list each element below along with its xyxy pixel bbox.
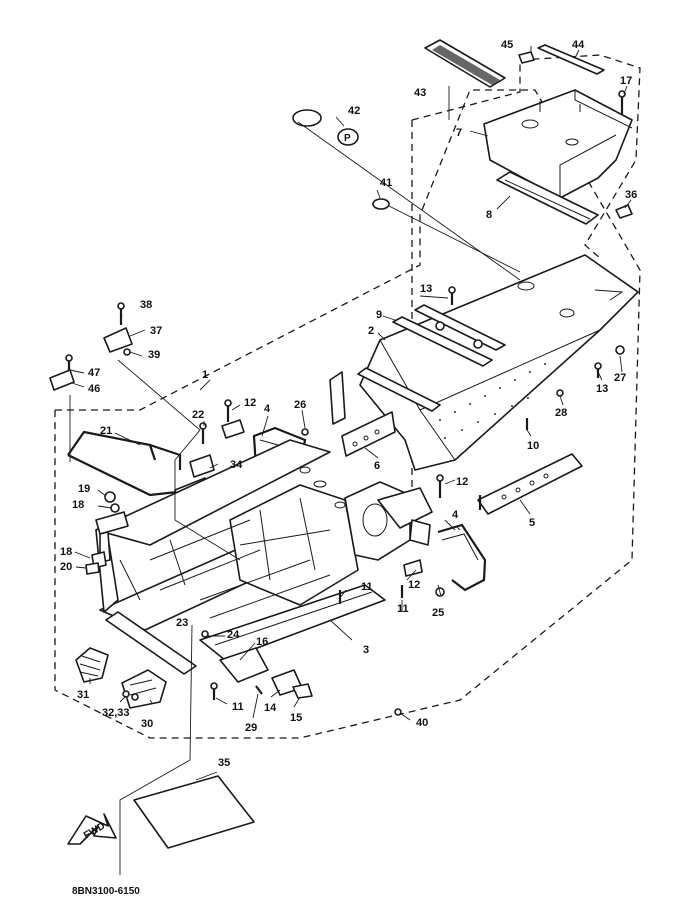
callout-7: 7 [456,127,462,139]
callout-11-b: 11 [397,603,409,615]
callout-19: 19 [78,483,90,495]
callout-13-b: 13 [596,383,608,395]
part-1-main-frame [95,439,433,631]
callout-45: 45 [501,39,513,51]
callout-30: 30 [141,718,153,730]
part-2-bracket-rail [357,367,441,412]
callout-24: 24 [227,629,240,641]
callout-4-left: 4 [264,403,271,415]
callout-43: 43 [414,87,426,99]
callout-31: 31 [77,689,89,701]
callout-18-b: 18 [60,546,72,558]
part-2-rear-fender [359,254,639,471]
callout-11-c: 11 [232,701,244,713]
callout-37: 37 [150,325,162,337]
fwd-arrow-icon: FWD [67,813,117,845]
callout-47: 47 [88,367,100,379]
callout-44: 44 [572,39,585,51]
callout-4-right: 4 [452,509,459,521]
callout-6: 6 [374,460,380,472]
callout-3: 3 [363,644,369,656]
part-31-bellows [75,647,109,683]
callout-12-c: 12 [408,579,420,591]
callout-1: 1 [202,369,208,381]
callout-26: 26 [294,399,306,411]
diagram-code: 8BN3100-6150 [72,886,140,897]
callout-29: 29 [245,722,257,734]
part-16-clamp [219,647,269,683]
callout-46: 46 [88,383,100,395]
callout-34: 34 [230,459,243,471]
callout-41: 41 [380,177,392,189]
callout-9: 9 [376,309,382,321]
callout-22: 22 [192,409,204,421]
part-30-shaft [121,669,167,709]
callout-27: 27 [614,372,626,384]
callout-12-b: 12 [456,476,468,488]
svg-text:P: P [344,133,351,144]
callout-23: 23 [176,617,188,629]
callout-15: 15 [290,712,302,724]
part-45-block [518,51,535,64]
part-9-seat-rails [392,304,506,367]
leader-lines [69,46,632,875]
part-17-bolt [618,90,626,114]
part-44-bar [537,44,605,75]
callout-13-a: 13 [420,283,432,295]
callout-42: 42 [348,105,360,117]
part-3-skid-plate [199,584,386,661]
part-5-brace [477,453,583,515]
part-35-mat [133,775,255,849]
part-4-right-handle [437,523,487,592]
part-7-rear-guard [483,89,633,199]
fasteners [49,286,625,716]
callout-11-a: 11 [361,581,373,593]
callout-12-a: 12 [244,397,256,409]
part-18-20-front-mount [85,491,129,575]
callout-28: 28 [555,407,567,419]
part-15-clip [292,683,313,699]
callout-16: 16 [256,636,268,648]
callout-14: 14 [264,702,277,714]
callout-25: 25 [432,607,444,619]
callout-39: 39 [148,349,160,361]
callout-10: 10 [527,440,539,452]
part-23-lower-rail [105,611,197,675]
part-2-perforations [439,363,546,439]
callout-38: 38 [140,299,152,311]
callout-36: 36 [625,189,637,201]
part-36-clip [615,204,633,219]
callout-labels: 1 2 3 4 4 5 6 7 8 9 10 11 11 11 12 12 12… [60,39,637,769]
part-41-pad [372,198,390,210]
part-43-trim-strip [424,39,506,88]
part-8-plate [496,171,599,225]
part-6-bracket [329,371,396,457]
callout-8: 8 [486,209,492,221]
callout-2: 2 [368,325,374,337]
callout-18-a: 18 [72,499,84,511]
callout-32-33: 32,33 [102,707,130,719]
part-42-pads: P [292,109,359,146]
callout-5: 5 [529,517,535,529]
callout-20: 20 [60,561,72,573]
callout-40: 40 [416,717,428,729]
callout-17: 17 [620,75,632,87]
callout-35: 35 [218,757,230,769]
callout-21: 21 [100,425,112,437]
